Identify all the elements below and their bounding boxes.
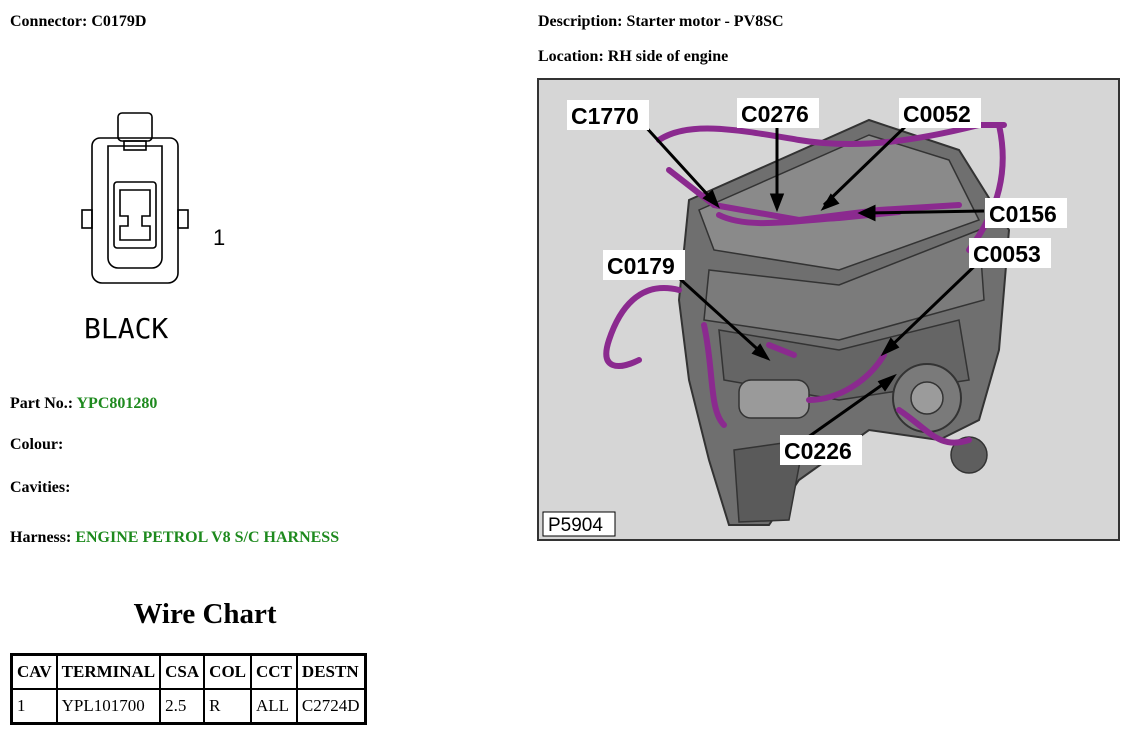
cell-destn: C2724D bbox=[295, 688, 367, 725]
connector-title: Connector: C0179D bbox=[10, 13, 146, 31]
description-value: Starter motor - PV8SC bbox=[626, 13, 784, 30]
callout-c0276: C0276 bbox=[741, 101, 809, 127]
col-header: DESTN bbox=[295, 653, 367, 690]
connector-label: Connector: bbox=[10, 13, 88, 30]
cell-cct: ALL bbox=[250, 688, 298, 725]
connector-colour-label: BLACK bbox=[84, 312, 168, 345]
col-header: CAV bbox=[10, 653, 58, 690]
harness-wiring bbox=[603, 122, 1007, 446]
engine-location-figure: C1770 C0276 C0052 C0156 C0179 C0053 C022… bbox=[537, 78, 1120, 541]
description-label: Description: bbox=[538, 13, 623, 30]
cavities-field: Cavities: bbox=[10, 479, 70, 497]
figure-id: P5904 bbox=[548, 515, 603, 536]
connector-id: C0179D bbox=[91, 13, 147, 30]
wire-chart-table: CAV TERMINAL CSA COL CCT DESTN 1 YPL1017… bbox=[10, 653, 367, 725]
harness-field: Harness: ENGINE PETROL V8 S/C HARNESS bbox=[10, 529, 339, 547]
harness-label: Harness: bbox=[10, 529, 72, 546]
pin-number: 1 bbox=[213, 225, 225, 250]
harness-link[interactable]: ENGINE PETROL V8 S/C HARNESS bbox=[75, 529, 340, 546]
location-value: RH side of engine bbox=[607, 48, 729, 65]
col-header: COL bbox=[203, 653, 253, 690]
wire-chart-header-row: CAV TERMINAL CSA COL CCT DESTN bbox=[10, 653, 367, 690]
cell-col: R bbox=[203, 688, 253, 725]
col-header: CCT bbox=[250, 653, 298, 690]
connector-face-diagram: 1 BLACK bbox=[81, 112, 225, 345]
wire-chart-title: Wire Chart bbox=[133, 598, 277, 630]
callout-c0156: C0156 bbox=[989, 201, 1057, 227]
cell-csa: 2.5 bbox=[159, 688, 206, 725]
callout-c0053: C0053 bbox=[973, 241, 1041, 267]
table-row: 1 YPL101700 2.5 R ALL C2724D bbox=[10, 688, 367, 725]
location-label: Location: bbox=[538, 48, 604, 65]
colour-label: Colour: bbox=[10, 436, 64, 453]
col-header: CSA bbox=[159, 653, 206, 690]
colour-field: Colour: bbox=[10, 436, 63, 454]
part-no-field: Part No.: YPC801280 bbox=[10, 395, 157, 413]
part-no-label: Part No.: bbox=[10, 395, 74, 412]
cavities-label: Cavities: bbox=[10, 479, 71, 496]
cell-terminal: YPL101700 bbox=[55, 688, 162, 725]
callout-c0179: C0179 bbox=[607, 253, 675, 279]
description-field: Description: Starter motor - PV8SC bbox=[538, 13, 784, 31]
location-field: Location: RH side of engine bbox=[538, 48, 728, 66]
col-header: TERMINAL bbox=[55, 653, 162, 690]
cell-cav: 1 bbox=[10, 688, 58, 725]
callout-c1770: C1770 bbox=[571, 103, 639, 129]
callout-c0052: C0052 bbox=[903, 101, 971, 127]
callout-c0226: C0226 bbox=[784, 438, 852, 464]
part-no-link[interactable]: YPC801280 bbox=[76, 395, 158, 412]
